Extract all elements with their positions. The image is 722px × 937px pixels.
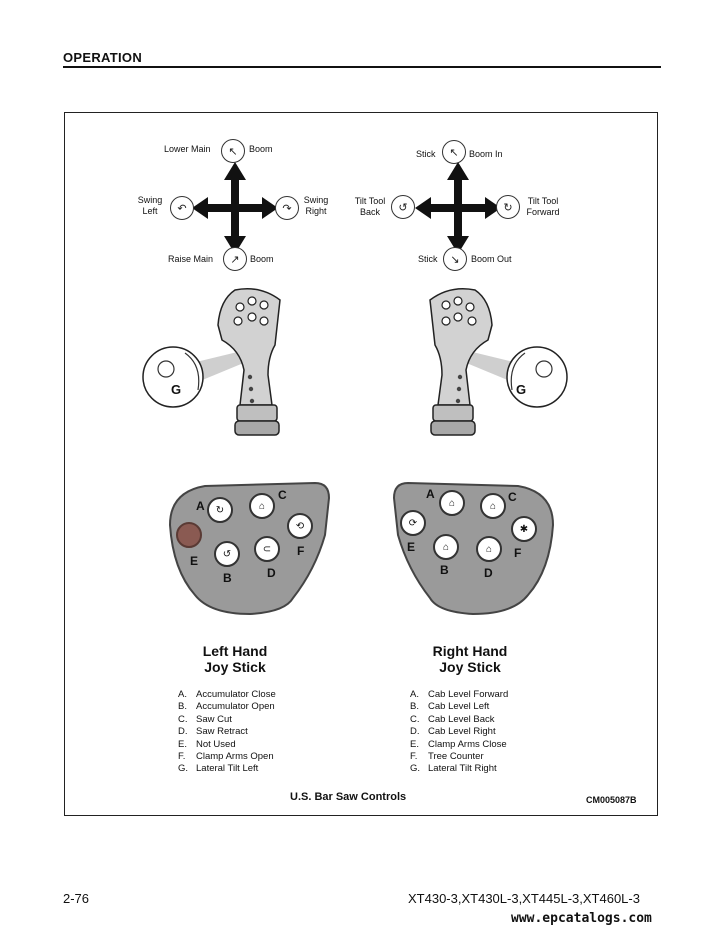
left-button-d-label: D [267, 566, 276, 580]
left-label-swing-left: Swing Left [137, 195, 163, 216]
right-label-tilt-back: Tilt Tool Back [354, 196, 386, 217]
right-title-line1: Right Hand [432, 643, 508, 659]
tilt-tool-back-icon: ↺ [391, 195, 415, 219]
legend-item: D.Cab Level Right [410, 726, 496, 738]
left-label-lower-main: Lower Main [164, 144, 211, 154]
legend-item: F.Clamp Arms Open [178, 751, 274, 763]
left-label-boom-up: Boom [249, 144, 273, 154]
left-button-c-label: C [278, 488, 287, 502]
left-title-line2: Joy Stick [204, 659, 266, 675]
left-button-f-icon: ⟲ [287, 513, 313, 539]
right-button-b-label: B [440, 563, 449, 577]
header-rule [63, 66, 661, 68]
legend-item: F.Tree Counter [410, 751, 484, 763]
legend-item: A.Accumulator Close [178, 689, 276, 700]
left-joystick-title: Left Hand Joy Stick [180, 643, 290, 675]
left-button-b-icon: ↺ [214, 541, 240, 567]
left-button-e-icon [176, 522, 202, 548]
right-joystick-illustration [429, 288, 568, 436]
left-button-a-icon: ↻ [207, 497, 233, 523]
legend-item: B.Cab Level Left [410, 701, 490, 713]
page-number: 2-76 [63, 891, 90, 906]
right-direction-arrows [415, 162, 501, 254]
right-button-f-icon: ✱ [511, 516, 537, 542]
stick-boom-in-icon: ↖ [442, 140, 466, 164]
right-label-boom-out: Boom Out [471, 254, 512, 264]
right-label-stick-up: Stick [416, 149, 436, 159]
tilt-tool-forward-icon: ↻ [496, 195, 520, 219]
stick-boom-out-icon: ↘ [443, 247, 467, 271]
left-title-line1: Left Hand [202, 643, 268, 659]
right-joystick-title: Right Hand Joy Stick [415, 643, 525, 675]
legend-item: G.Lateral Tilt Right [410, 763, 497, 775]
legend-item: B.Accumulator Open [178, 701, 275, 713]
right-button-a-icon: ⌂ [439, 490, 465, 516]
left-button-f-label: F [297, 544, 305, 558]
left-label-boom-down: Boom [250, 254, 274, 264]
right-button-e-icon: ⟳ [400, 510, 426, 536]
left-button-c-icon: ⌂ [249, 493, 275, 519]
figure-frame [64, 112, 658, 816]
legend-item: C.Saw Cut [178, 713, 232, 725]
left-button-a-label: A [196, 499, 205, 513]
left-direction-arrows [192, 162, 278, 254]
right-title-line2: Joy Stick [439, 659, 501, 675]
left-button-e-label: E [190, 554, 199, 568]
right-button-d-icon: ⌂ [476, 536, 502, 562]
legend-item: G.Lateral Tilt Left [178, 763, 259, 775]
right-button-d-label: D [484, 566, 493, 580]
swing-right-icon: ↷ [275, 196, 299, 220]
legend-item: E.Clamp Arms Close [410, 738, 507, 750]
legend-item: C.Cab Level Back [410, 713, 495, 725]
legend-item: A.Cab Level Forward [410, 689, 509, 700]
section-title: OPERATION [63, 50, 143, 65]
right-button-e-label: E [407, 540, 416, 554]
left-legend: A.Accumulator Close B.Accumulator Open C… [178, 689, 276, 776]
left-button-d-icon: ⊂ [254, 536, 280, 562]
left-label-swing-right: Swing Right [303, 195, 329, 216]
figure-code: CM005087B [586, 795, 637, 805]
legend-item: D.Saw Retract [178, 726, 248, 738]
left-button-b-label: B [223, 571, 232, 585]
right-button-b-icon: ⌂ [433, 534, 459, 560]
right-label-stick-down: Stick [418, 254, 438, 264]
right-button-c-icon: ⌂ [480, 493, 506, 519]
right-label-boom-in: Boom In [469, 149, 503, 159]
watermark: www.epcatalogs.com [511, 911, 652, 926]
lower-main-boom-icon: ↖ [221, 139, 245, 163]
right-button-c-label: C [508, 490, 517, 504]
left-label-raise-main: Raise Main [168, 254, 214, 264]
right-legend: A.Cab Level Forward B.Cab Level Left C.C… [410, 689, 508, 776]
raise-main-boom-icon: ↗ [223, 247, 247, 271]
right-button-a-label: A [426, 487, 435, 501]
right-button-plate [392, 481, 555, 616]
model-list: XT430-3,XT430L-3,XT445L-3,XT460L-3 [408, 891, 640, 906]
right-label-tilt-forward: Tilt Tool Forward [526, 196, 560, 217]
swing-left-icon: ↶ [170, 196, 194, 220]
left-detail-label: G [171, 382, 182, 397]
figure-caption: U.S. Bar Saw Controls [290, 791, 407, 803]
legend-item: E.Not Used [178, 738, 236, 750]
right-button-f-label: F [514, 546, 522, 560]
left-joystick-illustration [142, 288, 281, 436]
right-detail-label: G [516, 382, 527, 397]
